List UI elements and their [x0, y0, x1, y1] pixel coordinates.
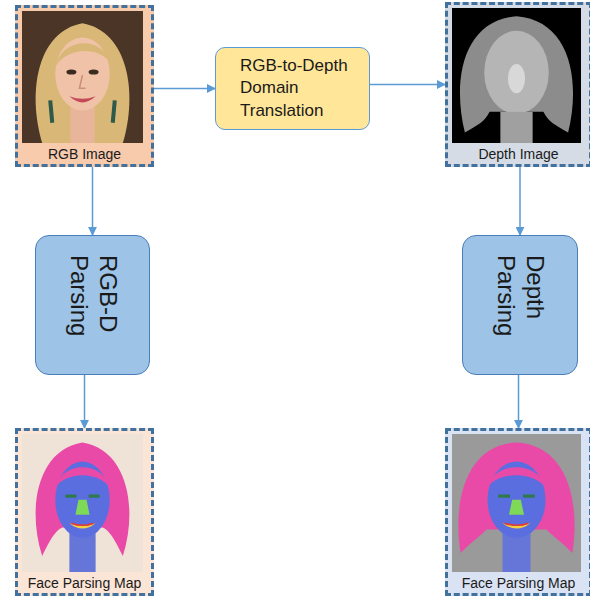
image-caption: Face Parsing Map: [448, 575, 589, 591]
image-caption: Face Parsing Map: [18, 575, 151, 591]
illustration: [452, 434, 581, 572]
flow-arrow: [154, 88, 215, 90]
module-label: RGB-D Parsing: [64, 255, 122, 355]
image-caption: Depth Image: [448, 146, 589, 162]
image-panel: Face Parsing Map: [445, 428, 590, 596]
image-panel: Face Parsing Map: [15, 428, 154, 596]
flow-arrow: [519, 167, 521, 235]
illustration: [22, 11, 143, 143]
flow-arrow: [518, 375, 520, 428]
illustration: [452, 8, 581, 143]
parsing-module: RGB-D Parsing: [35, 235, 150, 375]
parsing-module: Depth Parsing: [462, 235, 578, 375]
flow-arrow: [84, 375, 86, 428]
image-panel: Depth Image: [445, 2, 590, 167]
flow-arrow: [370, 84, 445, 86]
process-label: RGB-to-Depth Domain Translation: [240, 55, 359, 121]
process-box: RGB-to-Depth Domain Translation: [215, 47, 370, 130]
illustration: [22, 434, 143, 572]
module-label: Depth Parsing: [491, 255, 549, 355]
image-panel: RGB Image: [15, 5, 154, 167]
image-caption: RGB Image: [18, 146, 151, 162]
flow-arrow: [92, 167, 94, 235]
